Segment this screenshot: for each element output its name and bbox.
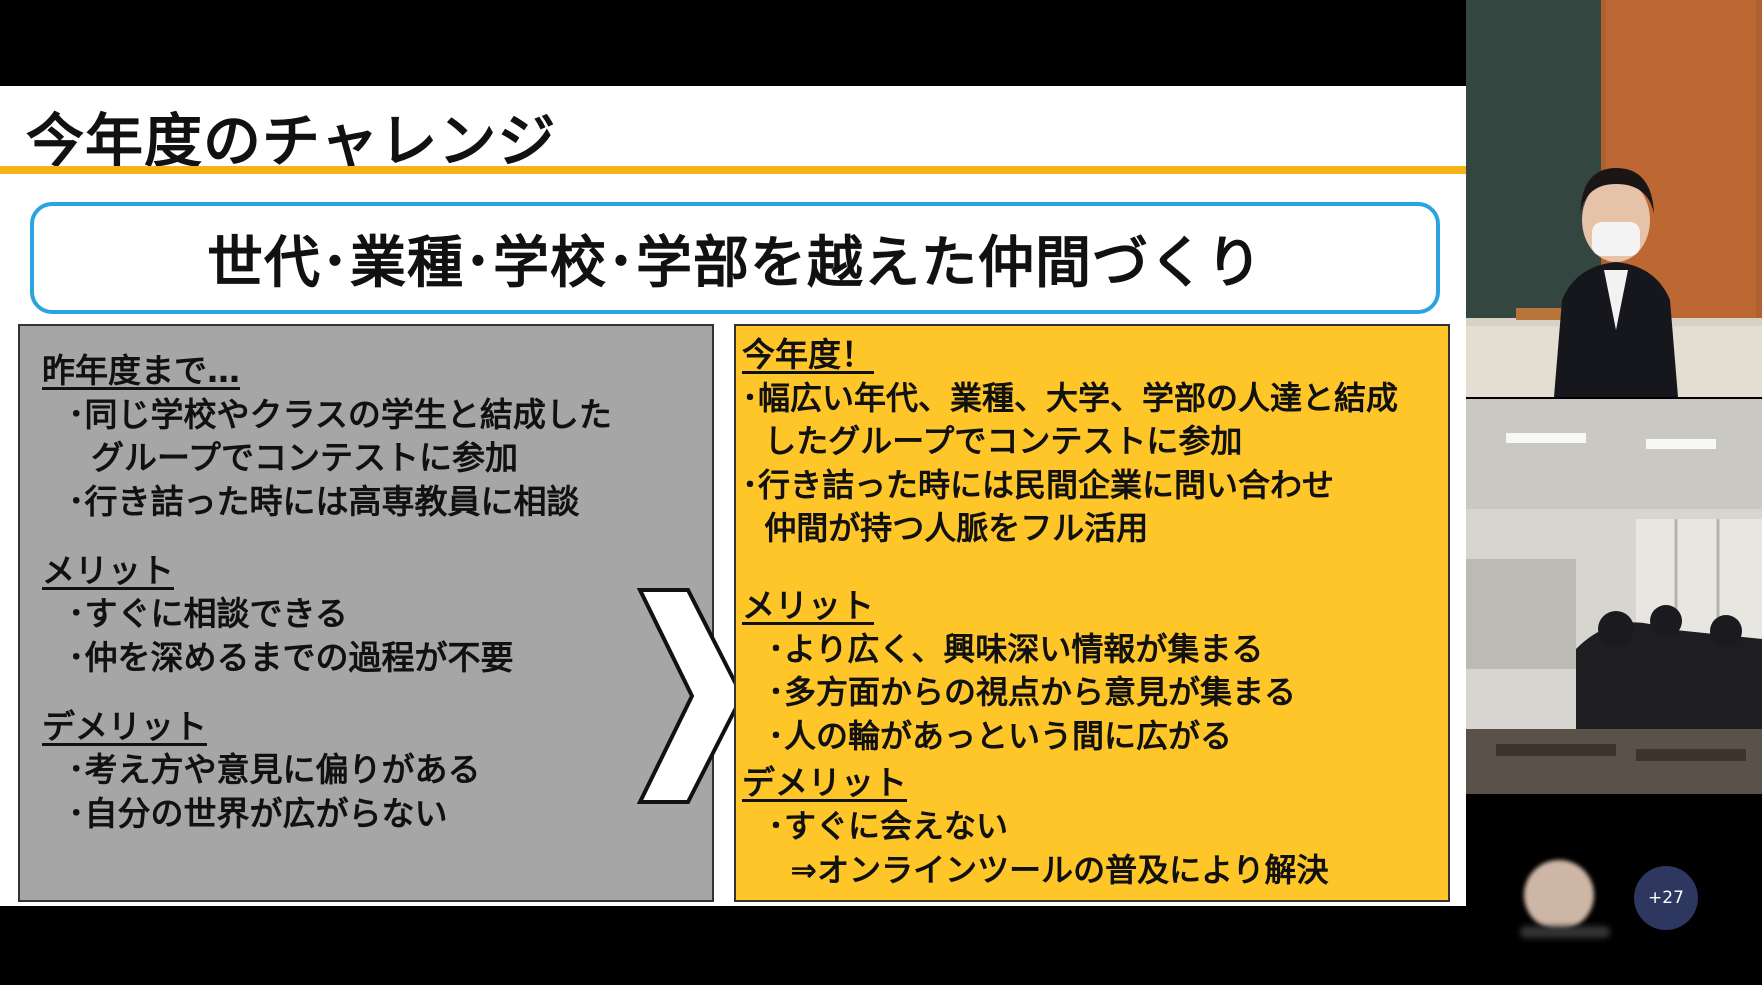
list-item: ･人の輪があっという間に広がる bbox=[768, 716, 1233, 755]
last-year-merit-heading: メリット bbox=[42, 550, 174, 590]
this-year-merit-heading: メリット bbox=[742, 585, 874, 625]
slide-title: 今年度のチャレンジ bbox=[26, 107, 557, 175]
shared-slide: 今年度のチャレンジ 世代･業種･学校･学部を越えた仲間づくり 昨年度まで… ･同… bbox=[0, 86, 1466, 906]
list-item: ･同じ学校やクラスの学生と結成した bbox=[68, 394, 612, 434]
title-rule bbox=[0, 166, 1466, 174]
list-item: ･より広く、興味深い情報が集まる bbox=[768, 629, 1264, 668]
list-item: ･多方面からの視点から意見が集まる bbox=[768, 673, 1297, 712]
list-item: ⇒オンラインツールの普及により解決 bbox=[768, 850, 1329, 889]
list-item: グループでコンテストに参加 bbox=[68, 438, 518, 478]
participant-name-blurred bbox=[1520, 926, 1610, 938]
list-item: ･すぐに相談できる bbox=[68, 594, 348, 634]
list-item: ･すぐに会えない bbox=[768, 807, 1009, 846]
presenter-video-image bbox=[1466, 0, 1762, 397]
list-item: ･幅広い年代、業種、大学、学部の人達と結成 bbox=[742, 378, 1399, 417]
classroom-video-tile[interactable] bbox=[1466, 399, 1762, 794]
list-item: ･行き詰った時には高専教員に相談 bbox=[68, 481, 580, 521]
list-item: ･自分の世界が広がらない bbox=[68, 793, 448, 833]
list-item: 仲間が持つ人脈をフル活用 bbox=[742, 509, 1149, 548]
last-year-panel: 昨年度まで… ･同じ学校やクラスの学生と結成した グループでコンテストに参加 ･… bbox=[18, 324, 714, 902]
participant-avatar[interactable] bbox=[1524, 860, 1594, 930]
list-item: したグループでコンテストに参加 bbox=[742, 422, 1243, 461]
list-item: ･仲を深めるまでの過程が不要 bbox=[68, 637, 514, 677]
last-year-heading: 昨年度まで… bbox=[42, 351, 240, 390]
list-item: ･行き詰った時には民間企業に問い合わせ bbox=[742, 465, 1335, 504]
classroom-video-image bbox=[1466, 399, 1762, 794]
this-year-heading: 今年度！ bbox=[742, 335, 874, 374]
last-year-demerit-heading: デメリット bbox=[42, 706, 207, 746]
list-item: ･考え方や意見に偏りがある bbox=[68, 750, 481, 790]
more-participants-badge[interactable]: +27 bbox=[1634, 866, 1698, 930]
this-year-panel: 今年度！ ･幅広い年代、業種、大学、学部の人達と結成 したグループでコンテストに… bbox=[734, 324, 1450, 902]
chevron-right-icon bbox=[636, 588, 745, 804]
presenter-video-tile[interactable] bbox=[1466, 0, 1762, 397]
this-year-demerit-heading: デメリット bbox=[742, 763, 907, 803]
theme-box: 世代･業種･学校･学部を越えた仲間づくり bbox=[30, 202, 1440, 314]
theme-text: 世代･業種･学校･学部を越えた仲間づくり bbox=[207, 230, 1263, 296]
